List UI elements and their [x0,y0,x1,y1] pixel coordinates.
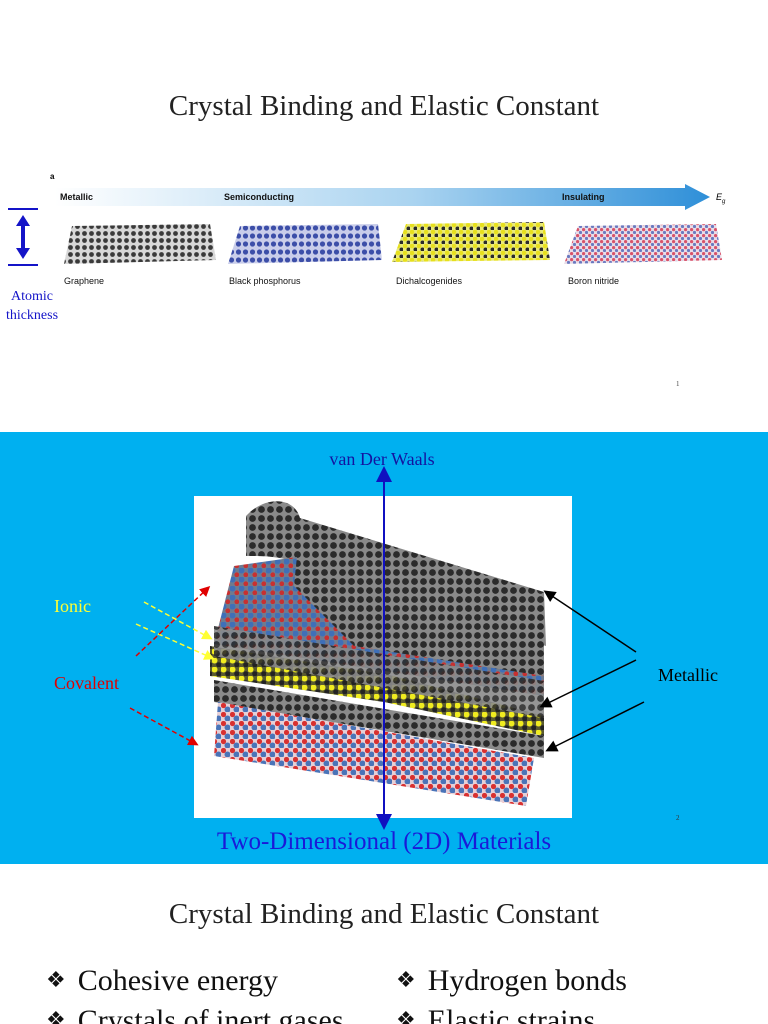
page-number: 1 [676,380,680,388]
covalent-label: Covalent [54,673,119,693]
bar-label-metallic: Metallic [60,192,94,202]
slide-3-title: Crystal Binding and Elastic Constant [168,898,600,930]
ionic-arrow-1 [143,601,213,640]
metallic-arrow-1 [543,590,637,653]
slide-2-caption: Two-Dimensional (2D) Materials [216,828,552,855]
slide-3: Crystal Binding and Elastic Constant ❖Co… [0,864,768,1024]
dichalcogenide-lattice [392,222,550,262]
diamond-bullet-icon: ❖ [46,1008,66,1024]
covalent-arrow-2 [129,707,199,746]
material-label-black-phosphorus: Black phosphorus [229,276,301,286]
atomic-thickness-label: Atomic thickness [5,289,59,323]
diamond-bullet-icon: ❖ [46,968,66,993]
bar-label-semiconducting: Semiconducting [224,192,295,202]
slide-1-title: Crystal Binding and Elastic Constant [168,90,600,122]
boron-nitride-lattice [564,224,722,264]
slide-2: van Der Waals [0,432,768,864]
material-label-graphene: Graphene [64,276,105,286]
thickness-indicator [8,208,38,266]
black-phosphorus-lattice [228,224,382,264]
energy-gap-label: Eg [716,192,726,205]
metallic-arrow-3 [545,701,645,752]
bar-label-insulating: Insulating [562,192,605,202]
diamond-bullet-icon: ❖ [396,1008,416,1024]
band-gap-arrow [55,184,710,210]
bullet-inert-gases: ❖Crystals of inert gases [46,1004,344,1024]
page-number: 2 [676,814,680,822]
ionic-arrow-2 [135,623,215,660]
ionic-label: Ionic [54,596,91,616]
covalent-arrow-1 [135,585,211,657]
slide-1: Crystal Binding and Elastic Constant a M… [0,0,768,432]
diamond-bullet-icon: ❖ [396,968,416,993]
bullet-elastic-strains: ❖Elastic strains [396,1004,595,1024]
material-label-boron-nitride: Boron nitride [568,276,620,286]
graphene-lattice [64,224,216,264]
bullet-cohesive-energy: ❖Cohesive energy [46,964,278,997]
material-label-dichalcogenides: Dichalcogenides [396,276,463,286]
bullet-hydrogen-bonds: ❖Hydrogen bonds [396,964,627,997]
metallic-label: Metallic [658,665,718,685]
lattice-sheets [64,222,722,264]
annotation-arrows [129,466,645,830]
panel-letter: a [50,172,55,181]
metallic-arrow-2 [539,659,637,708]
van-der-waals-label: van Der Waals [329,449,435,469]
